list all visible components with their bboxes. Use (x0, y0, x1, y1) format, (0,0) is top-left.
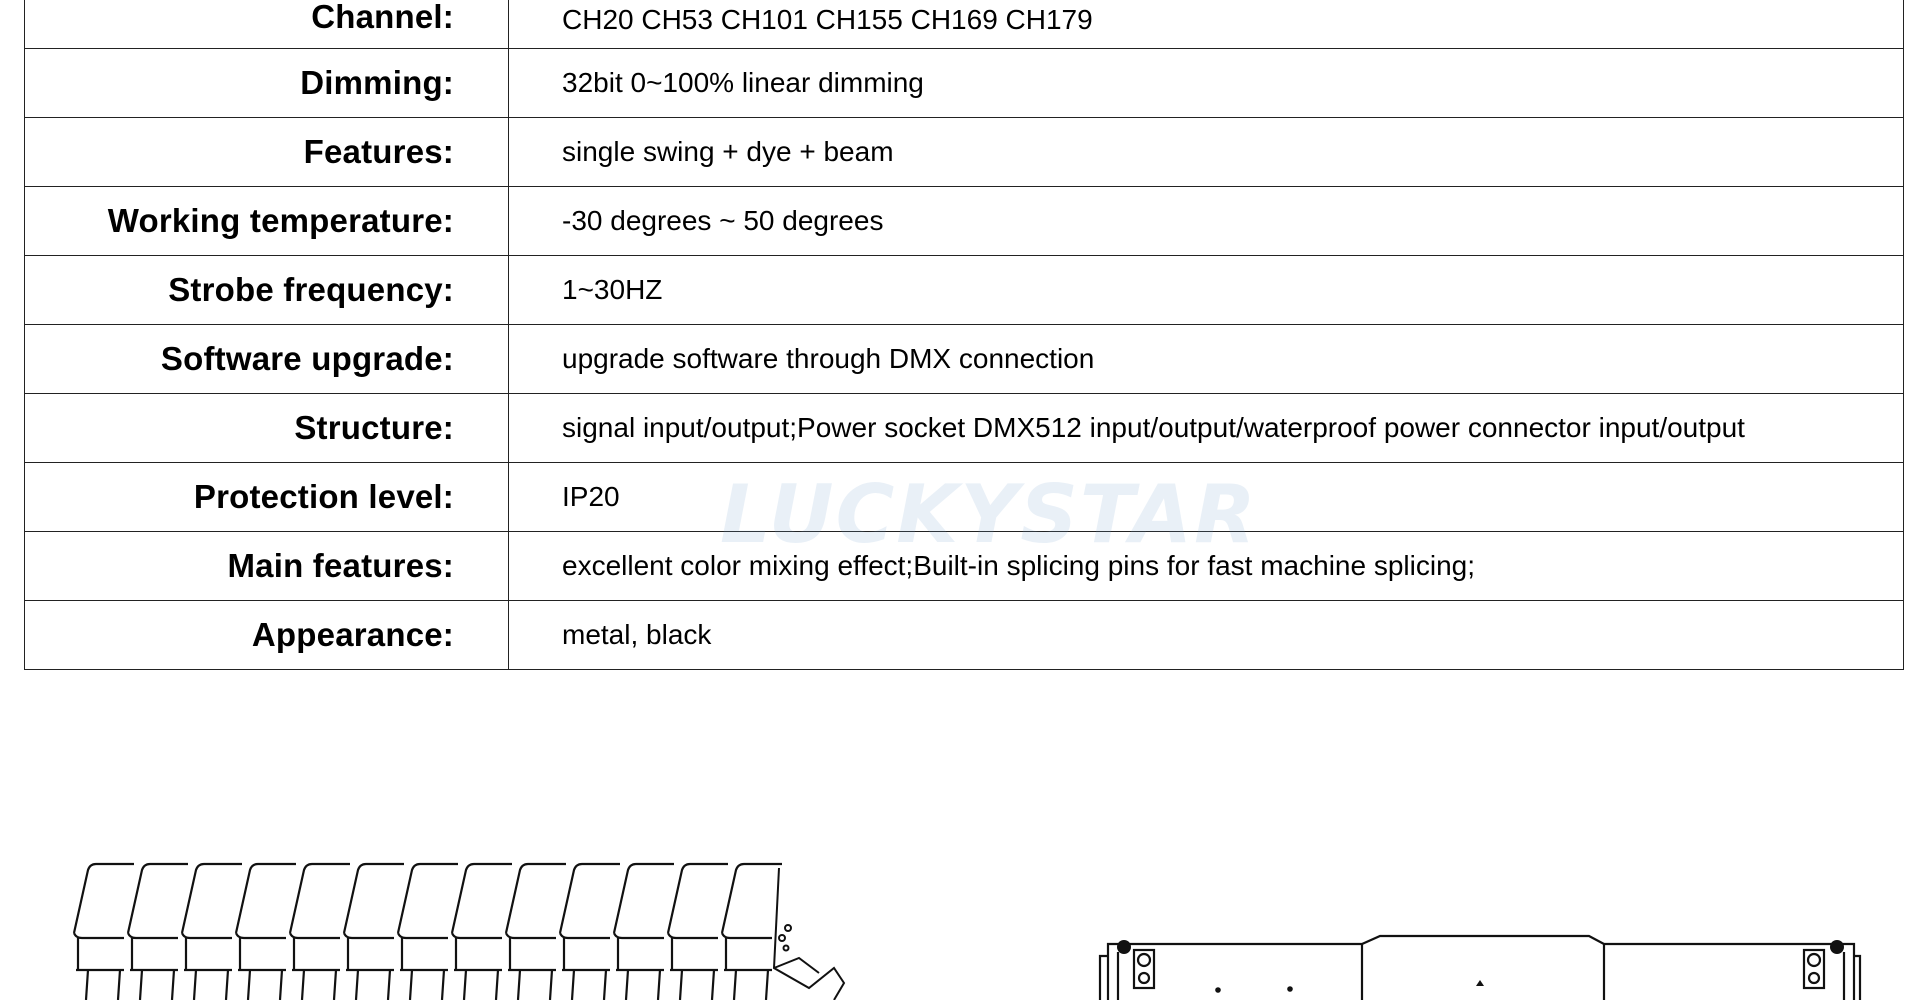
lens-module (396, 862, 458, 1000)
table-row: Protection level: IP20 (24, 462, 1904, 532)
spec-value: signal input/output;Power socket DMX512 … (508, 393, 1904, 463)
table-row: Appearance: metal, black (24, 600, 1904, 670)
lens-module (666, 862, 728, 1000)
lens-module (720, 862, 782, 1000)
lens-module (72, 862, 134, 1000)
fixture-front-drawing (1098, 934, 1862, 1000)
table-row: Dimming: 32bit 0~100% linear dimming (24, 48, 1904, 118)
spec-value: IP20 (508, 462, 1904, 532)
spec-table: Channel: CH20 CH53 CH101 CH155 CH169 CH1… (24, 0, 1904, 670)
spec-label: Channel: (24, 0, 509, 49)
table-row: Strobe frequency: 1~30HZ (24, 255, 1904, 325)
spec-label: Dimming: (24, 48, 509, 118)
lens-module (612, 862, 674, 1000)
spec-label: Features: (24, 117, 509, 187)
lens-module (288, 862, 350, 1000)
spec-label: Structure: (24, 393, 509, 463)
spec-value: single swing + dye + beam (508, 117, 1904, 187)
table-row: Working temperature: -30 degrees ~ 50 de… (24, 186, 1904, 256)
lens-module (342, 862, 404, 1000)
table-row: Features: single swing + dye + beam (24, 117, 1904, 187)
spec-value: CH20 CH53 CH101 CH155 CH169 CH179 (508, 0, 1904, 49)
table-row: Structure: signal input/output;Power soc… (24, 393, 1904, 463)
spec-label: Main features: (24, 531, 509, 601)
table-row: Main features: excellent color mixing ef… (24, 531, 1904, 601)
lens-module (504, 862, 566, 1000)
lens-module (180, 862, 242, 1000)
table-row: Software upgrade: upgrade software throu… (24, 324, 1904, 394)
spec-value: excellent color mixing effect;Built-in s… (508, 531, 1904, 601)
spec-label: Strobe frequency: (24, 255, 509, 325)
lens-module (558, 862, 620, 1000)
spec-label: Protection level: (24, 462, 509, 532)
spec-value: -30 degrees ~ 50 degrees (508, 186, 1904, 256)
table-row: Channel: CH20 CH53 CH101 CH155 CH169 CH1… (24, 0, 1904, 49)
spec-label: Appearance: (24, 600, 509, 670)
spec-value: 1~30HZ (508, 255, 1904, 325)
spec-value: upgrade software through DMX connection (508, 324, 1904, 394)
spec-label: Software upgrade: (24, 324, 509, 394)
fixture-perspective-drawing (72, 862, 846, 1000)
spec-label: Working temperature: (24, 186, 509, 256)
lens-module (234, 862, 296, 1000)
spec-value: metal, black (508, 600, 1904, 670)
lens-module (450, 862, 512, 1000)
lens-module (126, 862, 188, 1000)
spec-value: 32bit 0~100% linear dimming (508, 48, 1904, 118)
